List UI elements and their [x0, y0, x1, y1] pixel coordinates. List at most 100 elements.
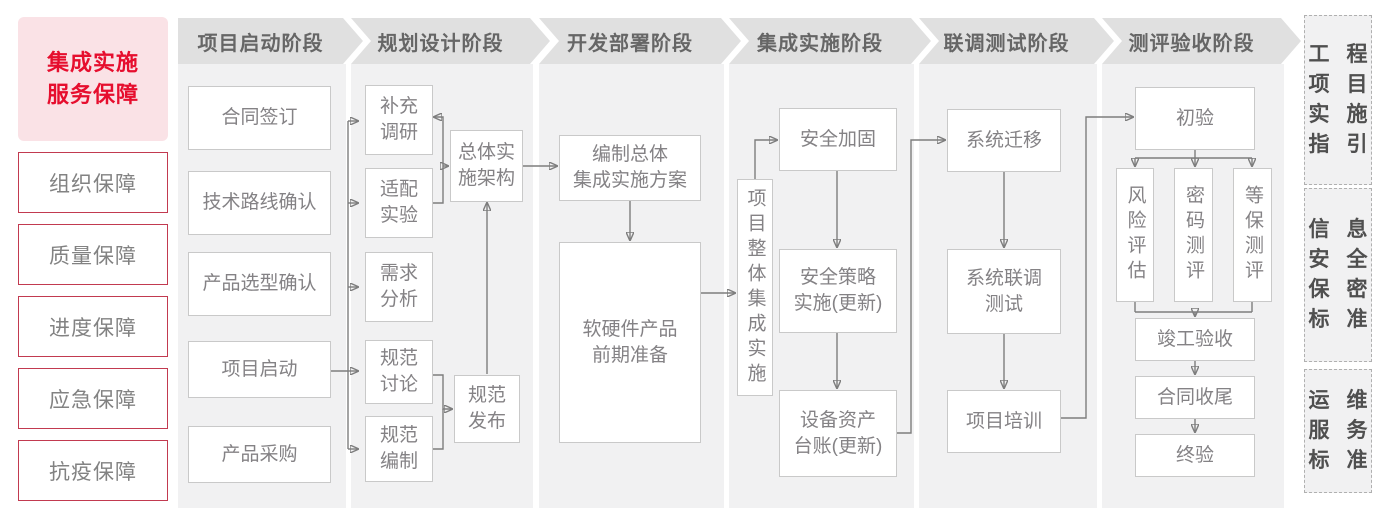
label-line: 安全策略 — [799, 267, 876, 288]
stage-header-joint-testing: 联调测试阶段 — [919, 18, 1114, 64]
label-line: 技术路线确认 — [202, 192, 317, 213]
label-line: 应急保障 — [49, 388, 137, 412]
box-spec-release: 规范发布 — [454, 375, 520, 443]
box-requirement-analysis: 需求分析 — [365, 252, 433, 322]
stage-header-dev-deployment: 开发部署阶段 — [539, 18, 741, 64]
label-line: 系统迁移 — [965, 129, 1042, 151]
label-line: 编制 — [379, 451, 418, 472]
label-line: 密码测评 — [1183, 185, 1204, 285]
label-line: 标准 — [1308, 449, 1385, 472]
quality-guarantee: 质量保障 — [18, 224, 168, 285]
pandemic-guarantee: 抗疫保障 — [18, 440, 168, 501]
box-contract-closure: 合同收尾 — [1135, 376, 1255, 419]
label-line: 需求 — [379, 263, 418, 284]
box-preliminary-acceptance: 初验 — [1135, 87, 1255, 150]
label-line: 实施 — [1308, 103, 1385, 126]
label-line: 合同收尾 — [1156, 386, 1233, 408]
box-spec-discussion: 规范讨论 — [365, 340, 433, 404]
stage-header-planning-design: 规划设计阶段 — [351, 18, 550, 64]
box-supplementary-research: 补充调研 — [365, 85, 433, 155]
stage-label: 集成实施阶段 — [757, 32, 883, 55]
label-line: 发布 — [467, 411, 506, 432]
box-overall-integration-implementation: 项目整体集成实施 — [737, 179, 773, 396]
standard-project-implementation-guide: 工程 项目 实施 指引 — [1304, 15, 1372, 185]
label-line: 指引 — [1308, 133, 1385, 156]
label-line: 工程 — [1308, 43, 1385, 66]
box-mlps-evaluation: 等保测评 — [1233, 168, 1272, 302]
box-crypto-evaluation: 密码测评 — [1174, 168, 1213, 302]
stage-header-evaluation-acceptance: 测评验收阶段 — [1102, 18, 1301, 64]
stage-label: 测评验收阶段 — [1128, 32, 1255, 55]
label-line: 台账(更新) — [793, 435, 883, 457]
title-line: 集成实施 — [46, 50, 139, 75]
box-final-acceptance: 终验 — [1135, 434, 1255, 477]
label-line: 编制总体 — [591, 144, 668, 165]
box-product-procurement: 产品采购 — [188, 426, 331, 483]
integration-service-guarantee-title: 集成实施 服务保障 — [18, 17, 168, 141]
box-asset-ledger-update: 设备资产台账(更新) — [779, 390, 897, 477]
box-project-training: 项目培训 — [947, 390, 1061, 453]
box-risk-assessment: 风险评估 — [1116, 168, 1154, 302]
emergency-guarantee: 应急保障 — [18, 368, 168, 429]
box-overall-implementation-architecture: 总体实施架构 — [450, 130, 523, 202]
label-line: 终验 — [1175, 444, 1214, 466]
box-completion-acceptance: 竣工验收 — [1135, 318, 1255, 361]
label-line: 规范 — [379, 425, 418, 446]
label-line: 风险评估 — [1124, 185, 1146, 285]
stage-label: 联调测试阶段 — [943, 32, 1070, 55]
label-line: 测试 — [984, 293, 1023, 315]
box-system-migration: 系统迁移 — [947, 109, 1061, 172]
label-line: 等保测评 — [1242, 185, 1263, 285]
schedule-guarantee: 进度保障 — [18, 296, 168, 357]
label-line: 集成实施方案 — [572, 170, 687, 191]
stage-label: 项目启动阶段 — [197, 32, 324, 55]
box-security-hardening: 安全加固 — [779, 108, 897, 171]
label-line: 抗疫保障 — [49, 460, 137, 484]
label-line: 产品采购 — [221, 443, 298, 465]
label-line: 竣工验收 — [1156, 328, 1233, 350]
box-spec-drafting: 规范编制 — [365, 416, 433, 482]
label-line: 规范 — [467, 385, 506, 406]
stage-label: 开发部署阶段 — [567, 32, 693, 55]
label-line: 初验 — [1175, 107, 1214, 129]
label-line: 组织保障 — [49, 172, 137, 196]
box-project-kickoff: 项目启动 — [188, 341, 331, 398]
label-line: 总体实 — [457, 142, 515, 163]
label-line: 服务 — [1308, 419, 1385, 442]
label-line: 调研 — [379, 122, 418, 143]
label-line: 项目启动 — [221, 358, 298, 380]
label-line: 前期准备 — [591, 344, 668, 366]
label-line: 项目整体集成实施 — [744, 187, 766, 388]
label-line: 软硬件产品 — [582, 318, 678, 340]
box-product-selection-confirmation: 产品选型确认 — [188, 252, 331, 316]
label-line: 施架构 — [457, 168, 515, 189]
label-line: 项目培训 — [965, 410, 1042, 432]
label-line: 分析 — [379, 289, 418, 310]
label-line: 设备资产 — [799, 409, 876, 431]
label-line: 讨论 — [379, 374, 418, 395]
label-line: 产品选型确认 — [202, 273, 317, 294]
box-hw-sw-preparation: 软硬件产品前期准备 — [559, 242, 701, 443]
label-line: 实验 — [379, 205, 418, 226]
box-security-policy-implementation: 安全策略实施(更新) — [779, 249, 897, 333]
label-line: 标准 — [1308, 308, 1385, 331]
label-line: 安全 — [1308, 248, 1385, 271]
label-line: 质量保障 — [49, 244, 137, 268]
box-adaptation-test: 适配实验 — [365, 168, 433, 238]
stage-header-integration-implementation: 集成实施阶段 — [729, 18, 931, 64]
box-tech-route-confirmation: 技术路线确认 — [188, 171, 331, 235]
label-line: 安全加固 — [799, 128, 876, 150]
label-line: 项目 — [1308, 73, 1385, 96]
label-line: 保密 — [1308, 278, 1385, 301]
title-line: 服务保障 — [46, 82, 139, 107]
label-line: 信息 — [1308, 218, 1385, 241]
label-line: 进度保障 — [49, 316, 137, 340]
standard-om-service: 运维 服务 标准 — [1304, 369, 1372, 493]
box-system-joint-testing: 系统联调测试 — [947, 249, 1061, 334]
box-overall-integration-plan: 编制总体集成实施方案 — [559, 135, 701, 201]
label-line: 适配 — [379, 179, 418, 200]
stage-header-project-initiation: 项目启动阶段 — [178, 18, 363, 64]
stage-label: 规划设计阶段 — [377, 32, 504, 55]
organization-guarantee: 组织保障 — [18, 152, 168, 213]
